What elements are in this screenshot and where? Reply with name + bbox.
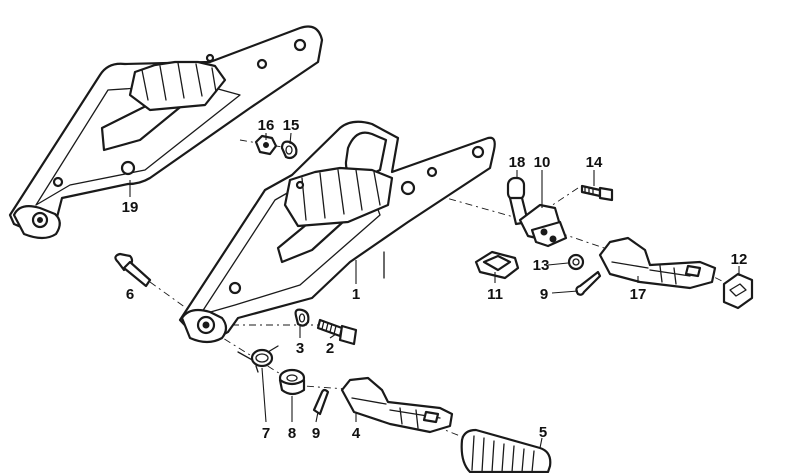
callout-9-right: 9 [540,286,548,303]
callout-10: 10 [534,154,551,171]
callout-5: 5 [539,424,547,441]
callout-6: 6 [126,286,134,303]
part-19-rear-bracket [8,25,324,240]
callout-17: 17 [630,286,647,303]
callout-8: 8 [288,425,296,442]
part-3-washer [294,308,310,327]
callout-19: 19 [122,199,139,216]
part-1-front-bracket [178,120,496,344]
callout-3: 3 [296,340,304,357]
part-11-buffer [474,250,520,280]
part-14-bolt [580,184,614,202]
part-7-spring [237,345,279,373]
part-13-washer [567,253,585,271]
callout-16: 16 [258,117,275,134]
part-12-rubber-cap [722,272,754,310]
callout-4: 4 [352,425,361,442]
callout-15: 15 [283,117,300,134]
part-6-pivot-pin [114,252,152,288]
part-9-cotter-pin-left [312,388,330,416]
callout-13: 13 [533,257,550,274]
part-2-bolt [316,318,358,346]
callout-labels: 1 2 3 4 5 6 7 8 9 9 10 11 12 13 14 15 16… [122,117,748,442]
callout-9-left: 9 [312,425,320,442]
part-15-washer [280,140,298,160]
callout-leaders [129,132,740,449]
part-17-rear-footpeg [598,236,717,290]
callout-12: 12 [731,251,748,268]
callout-7: 7 [262,425,270,442]
part-4-front-footpeg [340,376,454,434]
part-8-bushing [278,368,306,396]
callout-18: 18 [509,154,526,171]
part-5-rubber-cover [460,428,552,473]
part-10-clamp [518,203,568,248]
callout-11: 11 [487,286,503,303]
callout-1: 1 [352,286,360,303]
part-16-nut [254,134,278,156]
callout-14: 14 [586,154,603,171]
part-9-cotter-pin-right [575,270,602,296]
callout-2: 2 [326,340,334,357]
